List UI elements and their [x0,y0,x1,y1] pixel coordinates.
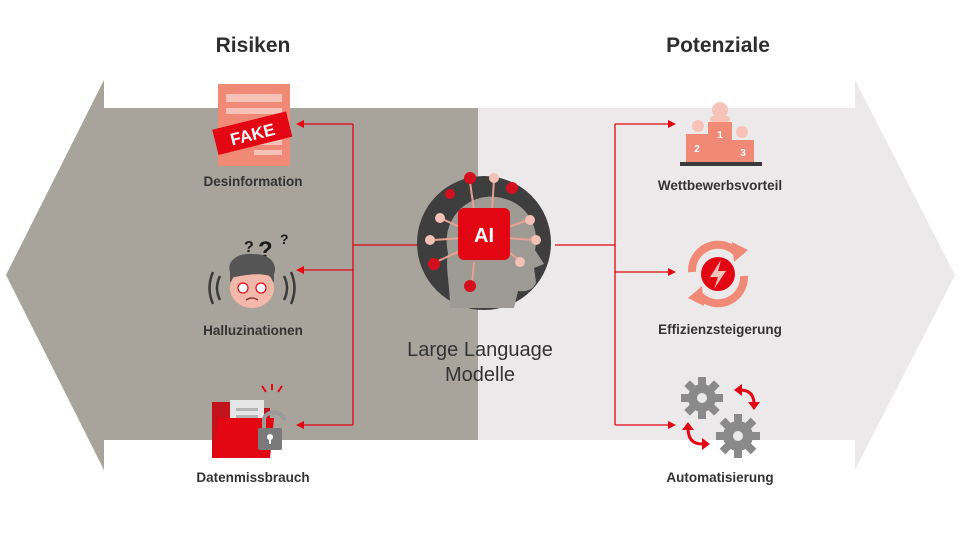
risks-heading: Risiken [215,34,291,57]
confused-person-icon: ? ? ? [208,231,296,308]
ai-head-icon: AI [417,172,551,310]
center-title: Large Language Modelle [360,338,600,388]
podium-place-2: 2 [694,144,700,155]
podium-place-1: 1 [717,130,723,141]
svg-text:?: ? [280,231,289,247]
potential-label-automatisierung: Automatisierung [666,470,774,485]
locked-folder-icon [212,384,286,458]
ai-chip-label: AI [474,225,494,247]
potential-label-wettbewerbsvorteil: Wettbewerbsvorteil [657,178,783,193]
svg-text:?: ? [244,239,254,256]
potentials-heading: Potenziale [666,34,770,57]
center-title-line-1: Large Language [407,339,553,361]
potential-arrowheads [668,120,676,429]
risk-label-datenmissbrauch: Datenmissbrauch [196,470,310,485]
center-title-line-2: Modelle [444,364,516,386]
energy-cycle-icon [687,240,749,308]
podium-icon: 1 2 3 [680,102,762,166]
risk-arrowheads [296,120,304,429]
risk-label-desinformation: Desinformation [203,174,303,189]
fake-news-icon: FAKE [212,84,293,166]
podium-place-3: 3 [740,148,746,159]
potential-label-effizienzsteigerung: Effizienzsteigerung [658,322,782,337]
risk-label-halluzinationen: Halluzinationen [203,323,303,338]
gears-icon [681,377,760,458]
risk-connectors [302,123,418,426]
potential-connectors [555,123,668,426]
